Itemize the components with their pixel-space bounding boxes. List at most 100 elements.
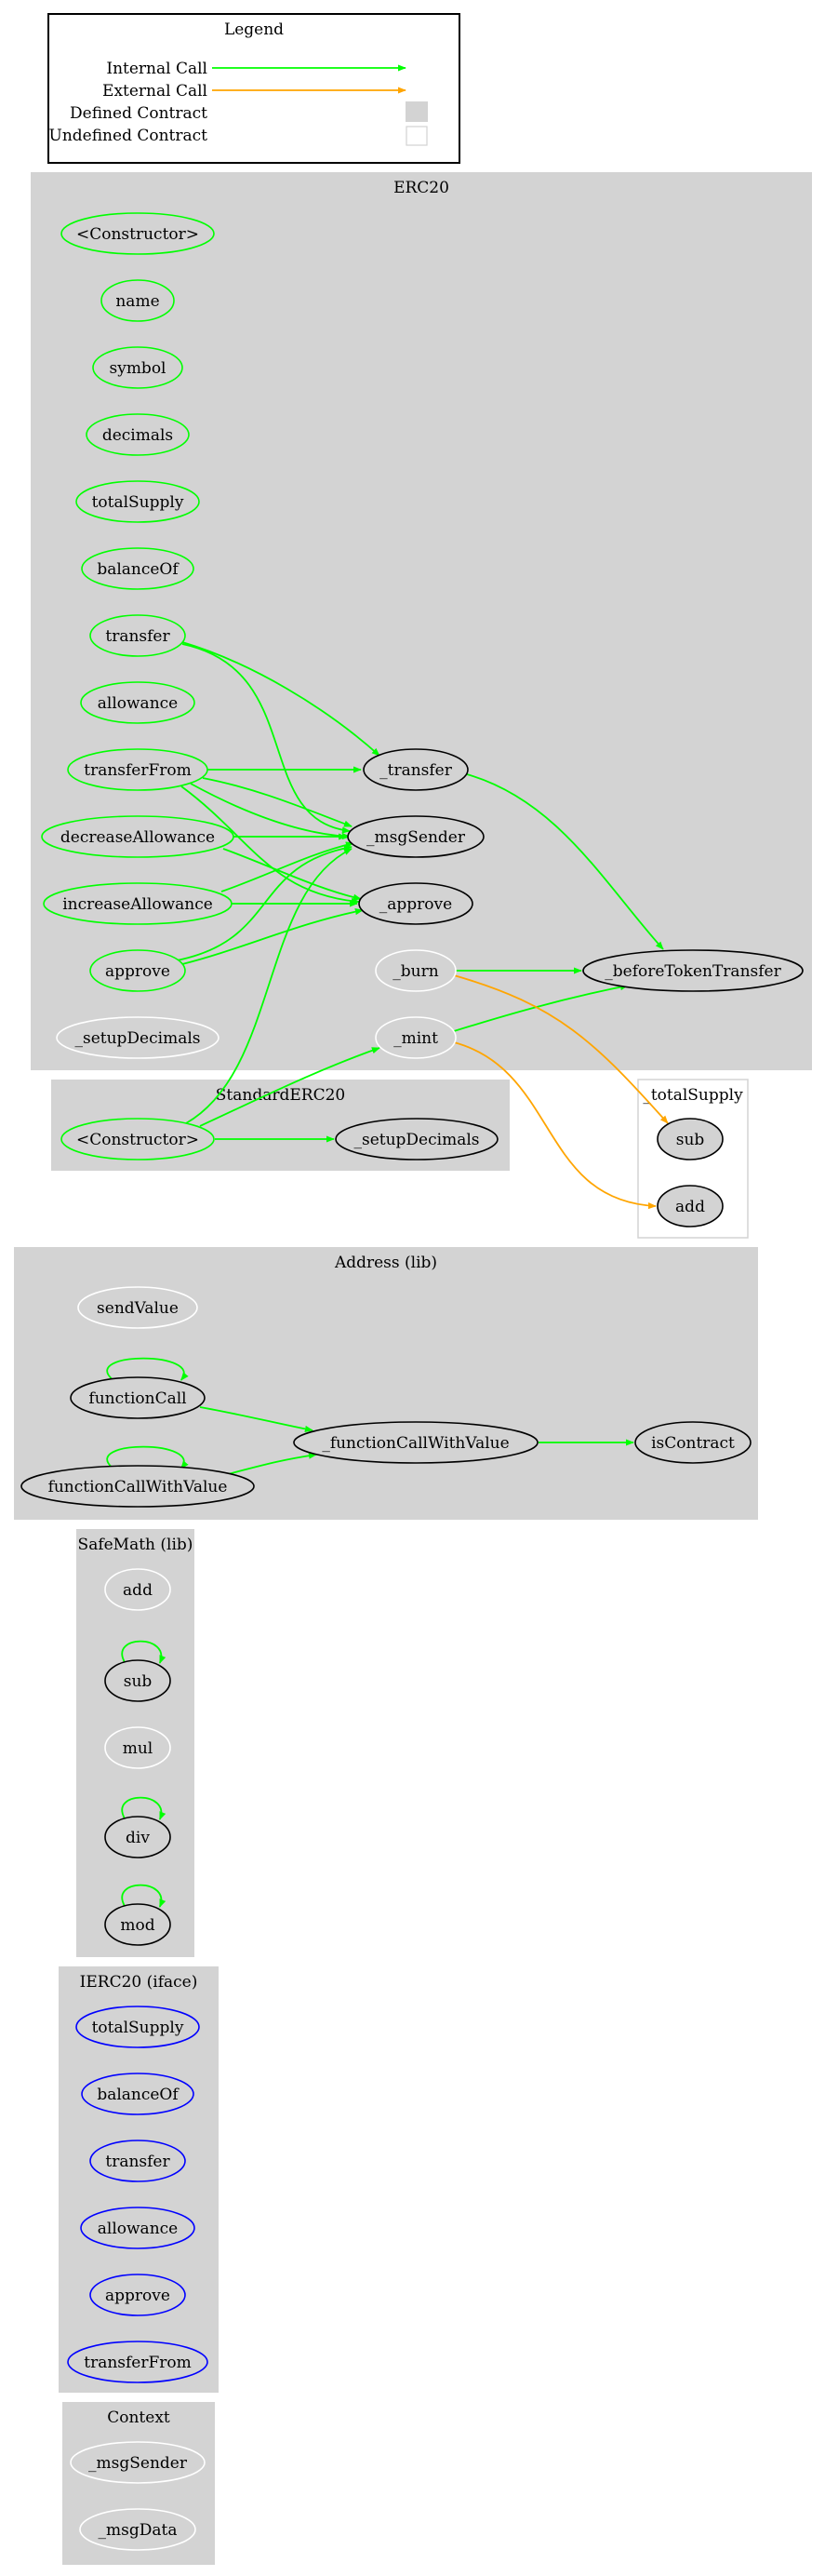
legend-box [47, 13, 460, 164]
node-ellipse [293, 1421, 539, 1464]
edge-internal-addr-functioncall-to-addr-functioncall [106, 1357, 189, 1381]
node-label: add [123, 1581, 153, 1600]
node-label: approve [105, 962, 170, 981]
node-label: _approve [379, 895, 452, 914]
node-sm-div[interactable]: div [104, 1816, 171, 1858]
node-ellipse [77, 1286, 198, 1329]
edge-internal-erc20-increaseallowance-to-erc20-msgsender [220, 841, 354, 892]
node-erc20-increaseallowance[interactable]: increaseAllowance [43, 882, 233, 925]
legend-label-undefined-contract: Undefined Contract [49, 127, 208, 145]
legend-label-internal-call: Internal Call [106, 60, 207, 78]
node-addr-functioncallwithvalue[interactable]: _functionCallWithValue [293, 1421, 539, 1464]
node-ellipse [80, 681, 195, 724]
node-ellipse [89, 2274, 186, 2316]
node-addr-functioncallwithvalue[interactable]: functionCallWithValue [20, 1465, 255, 1508]
node-erc20-msgsender[interactable]: _msgSender [347, 815, 485, 858]
node-ellipse [104, 1726, 171, 1769]
node-ellipse [81, 2073, 194, 2115]
edge-internal-sm-div-to-sm-div [121, 1796, 166, 1820]
node-ellipse [70, 1376, 206, 1419]
node-erc20-balanceof[interactable]: balanceOf [81, 547, 194, 590]
edge-internal-erc20-approve-to-erc20-approve [181, 908, 364, 965]
node-ctx-msgdata[interactable]: _msgData [79, 2508, 196, 2551]
node-erc20-symbol[interactable]: symbol [92, 346, 183, 389]
node-label: decreaseAllowance [60, 828, 215, 847]
node-label: balanceOf [97, 2086, 180, 2104]
node-erc20-approve[interactable]: _approve [358, 882, 473, 925]
node-ts-sub[interactable]: sub [657, 1118, 724, 1161]
node-label: sendValue [97, 1299, 179, 1318]
legend-label-external-call: External Call [102, 82, 207, 101]
edge-internal-sm-sub-to-sm-sub [121, 1640, 166, 1664]
node-label: decimals [102, 426, 173, 445]
node-erc20-transfer[interactable]: transfer [89, 614, 186, 657]
node-erc20-ctor[interactable]: <Constructor> [60, 212, 215, 255]
node-label: _mint [393, 1029, 438, 1048]
node-ellipse [104, 1568, 171, 1611]
node-ellipse [347, 815, 485, 858]
node-addr-functioncall[interactable]: functionCall [70, 1376, 206, 1419]
node-addr-iscontract[interactable]: isContract [634, 1421, 752, 1464]
node-ellipse [582, 949, 804, 992]
node-if-totalsupply[interactable]: totalSupply [75, 2006, 200, 2048]
node-erc20-burn[interactable]: _burn [375, 949, 457, 992]
node-if-balanceof[interactable]: balanceOf [81, 2073, 194, 2115]
node-label: _functionCallWithValue [322, 1434, 509, 1453]
node-if-allowance[interactable]: allowance [80, 2207, 195, 2249]
node-label: <Constructor> [76, 225, 199, 244]
node-ellipse [89, 2140, 186, 2182]
cluster-label: Address (lib) [334, 1254, 437, 1272]
node-erc20-allowance[interactable]: allowance [80, 681, 195, 724]
node-label: _setupDecimals [353, 1131, 479, 1149]
node-erc20-transferfrom[interactable]: transferFrom [67, 748, 208, 791]
edge-internal-addr-functioncall-to-addr-functioncallwithvalue [199, 1406, 313, 1432]
node-if-transferfrom[interactable]: transferFrom [67, 2341, 208, 2383]
node-erc20-approve[interactable]: approve [89, 949, 186, 992]
edge-internal-erc20-transfer-to-erc20-beforetokentransfer [466, 773, 664, 950]
edge-internal-erc20-transfer-to-erc20-msgsender [181, 643, 351, 834]
node-if-approve[interactable]: approve [89, 2274, 186, 2316]
edge-internal-erc20-approve-to-erc20-msgsender [176, 844, 353, 961]
node-label: div [126, 1829, 150, 1847]
node-sm-sub[interactable]: sub [104, 1659, 171, 1702]
node-erc20-name[interactable]: name [100, 279, 175, 322]
node-ctx-msgsender[interactable]: _msgSender [70, 2441, 206, 2484]
node-erc20-transfer[interactable]: _transfer [363, 748, 469, 791]
node-erc20-mint[interactable]: _mint [375, 1016, 457, 1059]
node-label: mod [120, 1916, 154, 1935]
node-label: isContract [651, 1434, 735, 1453]
node-label: name [115, 292, 159, 311]
node-ellipse [358, 882, 473, 925]
node-ellipse [86, 413, 190, 456]
edge-internal-erc20-transferfrom-to-erc20-approve [180, 785, 360, 905]
node-addr-sendvalue[interactable]: sendValue [77, 1286, 198, 1329]
node-label: allowance [98, 694, 178, 713]
node-std-ctor[interactable]: <Constructor> [60, 1118, 215, 1161]
node-ellipse [100, 279, 175, 322]
node-erc20-decreaseallowance[interactable]: decreaseAllowance [41, 815, 234, 858]
node-sm-mod[interactable]: mod [104, 1903, 171, 1946]
node-std-setupdecimals[interactable]: _setupDecimals [335, 1118, 499, 1161]
node-ellipse [657, 1185, 724, 1228]
legend-title: Legend [224, 20, 284, 39]
node-sm-add[interactable]: add [104, 1568, 171, 1611]
node-ellipse [92, 346, 183, 389]
node-label: add [675, 1198, 705, 1216]
edge-internal-erc20-mint-to-erc20-beforetokentransfer [453, 984, 629, 1032]
node-label: transferFrom [84, 2354, 192, 2372]
node-if-transfer[interactable]: transfer [89, 2140, 186, 2182]
node-label: increaseAllowance [62, 895, 213, 914]
node-erc20-beforetokentransfer[interactable]: _beforeTokenTransfer [582, 949, 804, 992]
node-label: _transfer [379, 761, 453, 780]
node-ellipse [104, 1903, 171, 1946]
node-ellipse [634, 1421, 752, 1464]
node-erc20-totalsupply[interactable]: totalSupply [75, 480, 200, 523]
node-label: transfer [105, 2153, 170, 2171]
node-erc20-decimals[interactable]: decimals [86, 413, 190, 456]
node-sm-mul[interactable]: mul [104, 1726, 171, 1769]
node-ellipse [363, 748, 469, 791]
node-ellipse [75, 2006, 200, 2048]
node-erc20-setupdecimals[interactable]: _setupDecimals [56, 1016, 220, 1059]
node-label: functionCallWithValue [48, 1478, 228, 1496]
node-ts-add[interactable]: add [657, 1185, 724, 1228]
